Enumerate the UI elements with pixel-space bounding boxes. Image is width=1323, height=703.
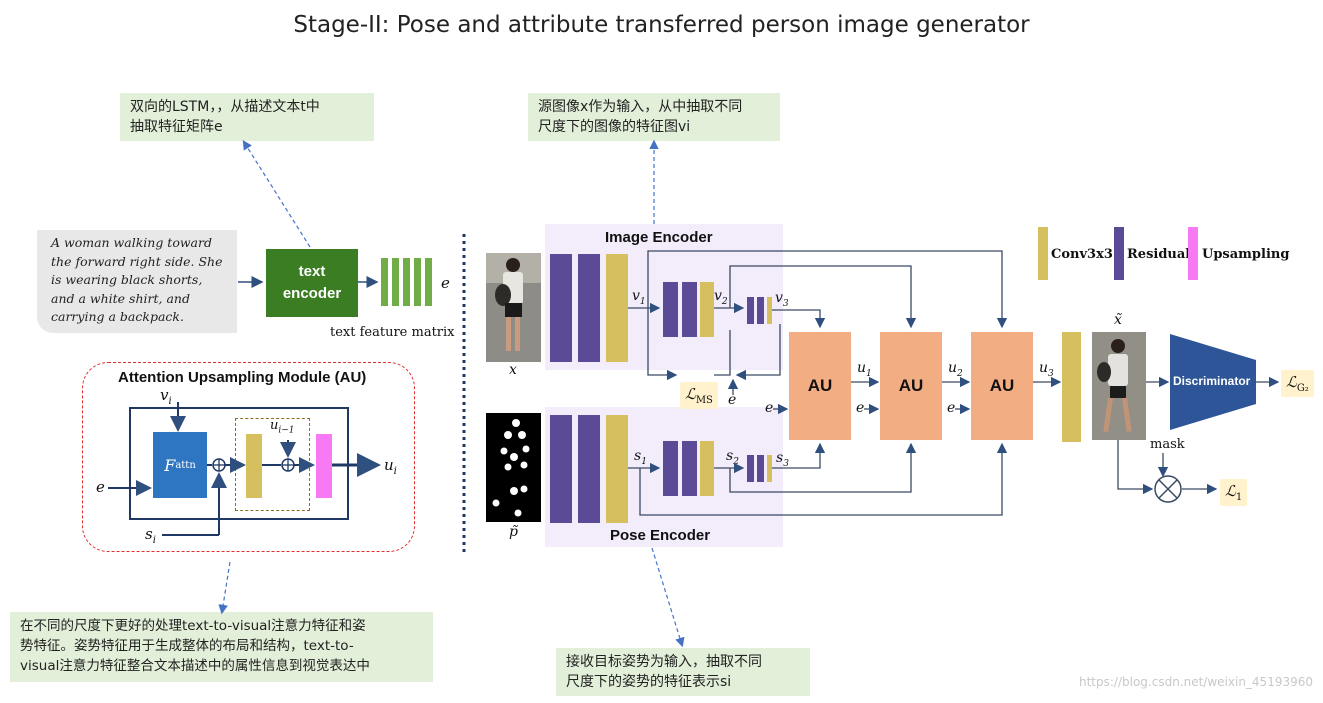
- discriminator-label: Discriminator: [1173, 374, 1251, 388]
- loss-ms-e-label: e: [728, 392, 737, 408]
- au-output-u3: u3: [1039, 360, 1054, 379]
- au-block-1: AU: [789, 332, 851, 440]
- au-conv-bar: [246, 434, 262, 498]
- au3-e-label: e: [947, 400, 956, 416]
- text-feature-bar-3: [403, 258, 410, 306]
- au-output-u1: u1: [857, 360, 872, 379]
- text-description-bubble: A woman walking toward the forward right…: [37, 230, 237, 333]
- img-residual-6: [757, 297, 764, 324]
- au-block-2: AU: [880, 332, 942, 440]
- note-lstm: 双向的LSTM，，从描述文本t中 抽取特征矩阵e: [120, 93, 374, 141]
- pose-conv-1: [606, 415, 628, 523]
- au-v-label: vi: [160, 386, 172, 407]
- au-module-frame: [82, 362, 415, 552]
- mask-label: mask: [1150, 437, 1185, 452]
- text-feature-bar-1: [381, 258, 388, 306]
- au-module-title: Attention Upsampling Module (AU): [118, 369, 367, 386]
- watermark: https://blog.csdn.net/weixin_45193960: [1078, 675, 1313, 689]
- feature-s3: s3: [776, 450, 789, 469]
- legend-upsampling-label: Upsampling: [1202, 247, 1290, 262]
- text-feature-bar-5: [425, 258, 432, 306]
- au-u-prev-label: ui−1: [270, 418, 295, 436]
- legend-conv-label: Conv3x3: [1051, 247, 1113, 262]
- loss-1: ℒ1: [1220, 479, 1248, 506]
- au-block-3: AU: [971, 332, 1033, 440]
- note-attention: 在不同的尺度下更好的处理text-to-visual注意力特征和姿 势特征。姿势…: [10, 612, 433, 682]
- img-conv-3: [767, 297, 772, 324]
- au-upsampling-bar: [316, 434, 332, 498]
- text-feature-bar-4: [414, 258, 421, 306]
- f-attn-sup: attn: [175, 459, 196, 471]
- feature-s1: s1: [634, 448, 647, 467]
- legend-upsampling-swatch: [1188, 227, 1198, 280]
- au1-e-label: e: [765, 400, 774, 416]
- pose-conv-2: [700, 441, 714, 496]
- feature-s2: s2: [726, 448, 739, 467]
- text-feature-caption: text feature matrix: [330, 325, 455, 340]
- img-residual-3: [663, 282, 678, 337]
- source-image-label: x: [509, 362, 517, 378]
- image-encoder-label: Image Encoder: [605, 229, 713, 246]
- img-residual-2: [578, 254, 600, 362]
- note-image-source: 源图像x作为输入，从中抽取不同 尺度下的图像的特征图vi: [528, 93, 780, 141]
- generated-person-illustration: [1092, 332, 1146, 440]
- au2-e-label: e: [856, 400, 865, 416]
- source-person-illustration: [486, 253, 541, 362]
- feature-v1: v1: [632, 288, 646, 307]
- pose-residual-1: [550, 415, 572, 523]
- text-encoder-block: text encoder: [266, 249, 358, 317]
- pose-keypoints: [492, 419, 530, 517]
- pose-residual-6: [757, 455, 764, 482]
- text-feature-bar-2: [392, 258, 399, 306]
- text-branch-arrows: [238, 276, 379, 288]
- loss-g2: ℒG₂: [1281, 370, 1314, 397]
- au-module-arrows: [108, 402, 381, 536]
- legend-residual-swatch: [1114, 227, 1124, 280]
- au-e-label: e: [96, 478, 105, 496]
- pose-image-label: p̃: [509, 524, 518, 540]
- img-residual-1: [550, 254, 572, 362]
- pose-residual-2: [578, 415, 600, 523]
- feature-v2: v2: [714, 288, 728, 307]
- au-u-label: ui: [384, 456, 397, 477]
- source-person-image: [486, 253, 541, 362]
- img-conv-2: [700, 282, 714, 337]
- legend-residual-label: Residual: [1127, 247, 1191, 262]
- generated-image-label: x̃: [1114, 312, 1122, 328]
- text-feature-symbol: e: [441, 274, 450, 292]
- pose-residual-3: [663, 441, 678, 496]
- target-pose-image: [486, 413, 541, 522]
- pose-residual-5: [747, 455, 754, 482]
- note-pose: 接收目标姿势为输入，抽取不同 尺度下的姿势的特征表示si: [556, 648, 810, 696]
- f-attn-label: F: [164, 455, 176, 475]
- feature-v3: v3: [775, 290, 789, 309]
- legend-conv-swatch: [1038, 227, 1048, 280]
- final-conv-bar: [1062, 332, 1081, 442]
- page-title: Stage-II: Pose and attribute transferred…: [293, 12, 1030, 38]
- discriminator-block: [1170, 334, 1256, 430]
- pose-conv-3: [767, 455, 772, 482]
- au-output-u2: u2: [948, 360, 963, 379]
- au-s-label: si: [145, 525, 156, 546]
- img-conv-1: [606, 254, 628, 362]
- loss-ms: ℒMS: [680, 382, 718, 409]
- img-residual-4: [682, 282, 697, 337]
- pose-residual-4: [682, 441, 697, 496]
- img-residual-5: [747, 297, 754, 324]
- pose-encoder-label: Pose Encoder: [610, 527, 711, 544]
- generated-person-image: [1092, 332, 1146, 440]
